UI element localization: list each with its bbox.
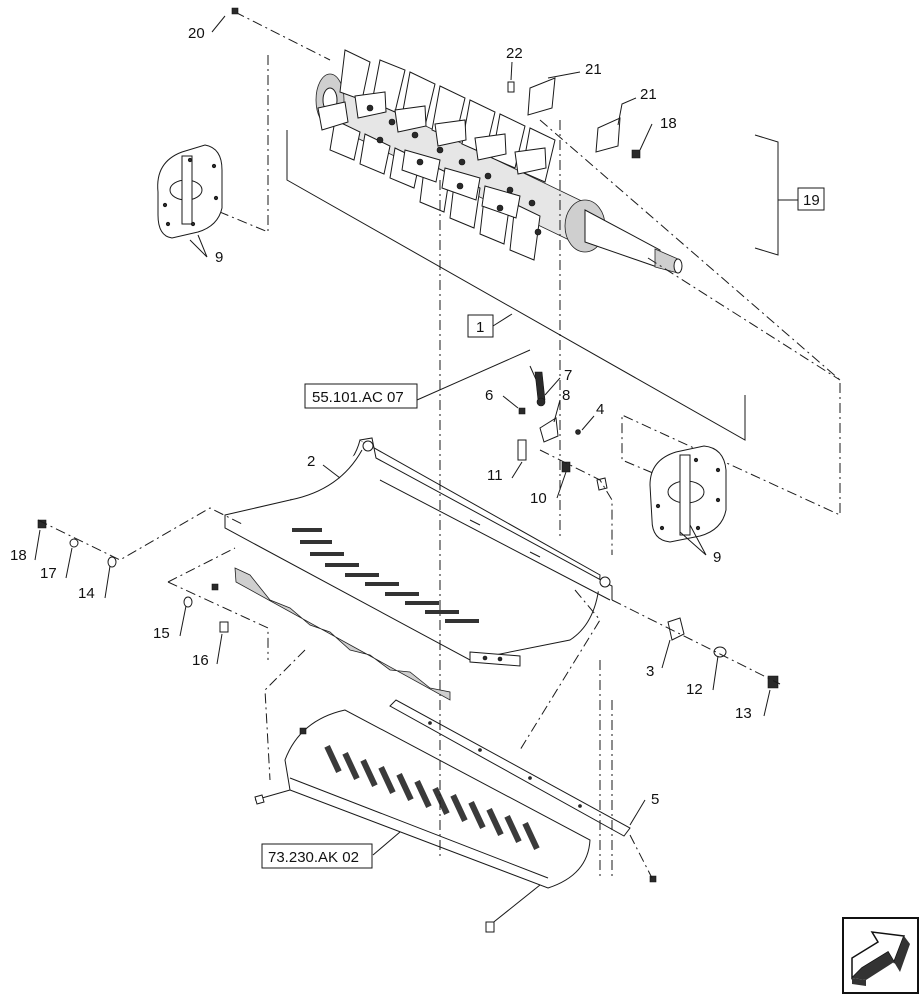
callout-21-a: 21 bbox=[585, 61, 602, 78]
callout-18-b: 18 bbox=[10, 547, 27, 564]
reference-73-230-ak-02[interactable]: 73.230.AK 02 bbox=[268, 849, 359, 866]
callout-7: 7 bbox=[564, 367, 572, 384]
callout-9-b: 9 bbox=[713, 549, 721, 566]
callout-16: 16 bbox=[192, 652, 209, 669]
reference-box-73[interactable] bbox=[261, 843, 373, 869]
top-guard bbox=[224, 437, 613, 667]
navigation-arrow-icon[interactable] bbox=[842, 917, 919, 994]
reference-box-55[interactable] bbox=[304, 383, 418, 409]
callout-18-a: 18 bbox=[660, 115, 677, 132]
callout-15: 15 bbox=[153, 625, 170, 642]
reference-55-101-ac-07[interactable]: 55.101.AC 07 bbox=[312, 389, 404, 406]
callout-8: 8 bbox=[562, 387, 570, 404]
callout-19-box bbox=[797, 187, 825, 211]
callout-10: 10 bbox=[530, 490, 547, 507]
hardware-middle bbox=[517, 365, 608, 491]
callout-13: 13 bbox=[735, 705, 752, 722]
callout-12: 12 bbox=[686, 681, 703, 698]
callout-22: 22 bbox=[506, 45, 523, 62]
callout-3: 3 bbox=[646, 663, 654, 680]
callout-2: 2 bbox=[307, 453, 315, 470]
callout-17: 17 bbox=[40, 565, 57, 582]
callout-20: 20 bbox=[188, 25, 205, 42]
tine-bolts bbox=[366, 104, 542, 236]
callout-11: 11 bbox=[487, 467, 503, 484]
callout-4: 4 bbox=[596, 401, 604, 418]
callout-9-a: 9 bbox=[215, 249, 223, 266]
toothed-strip bbox=[234, 567, 451, 701]
hardware-left bbox=[37, 519, 657, 883]
disc-plate-top bbox=[157, 144, 223, 239]
hardware-top bbox=[231, 7, 641, 159]
callout-21-b: 21 bbox=[640, 86, 657, 103]
callout-19: 19 bbox=[803, 192, 820, 209]
callout-6: 6 bbox=[485, 387, 493, 404]
hardware-right bbox=[667, 617, 779, 689]
callout-5: 5 bbox=[651, 791, 659, 808]
flat-bar bbox=[389, 699, 631, 837]
rotor-assembly bbox=[315, 49, 683, 274]
callout-14: 14 bbox=[78, 585, 95, 602]
callout-1: 1 bbox=[476, 319, 484, 336]
callout-1-box bbox=[467, 314, 494, 338]
lower-concave bbox=[254, 709, 591, 933]
disc-plate-right bbox=[649, 445, 727, 543]
